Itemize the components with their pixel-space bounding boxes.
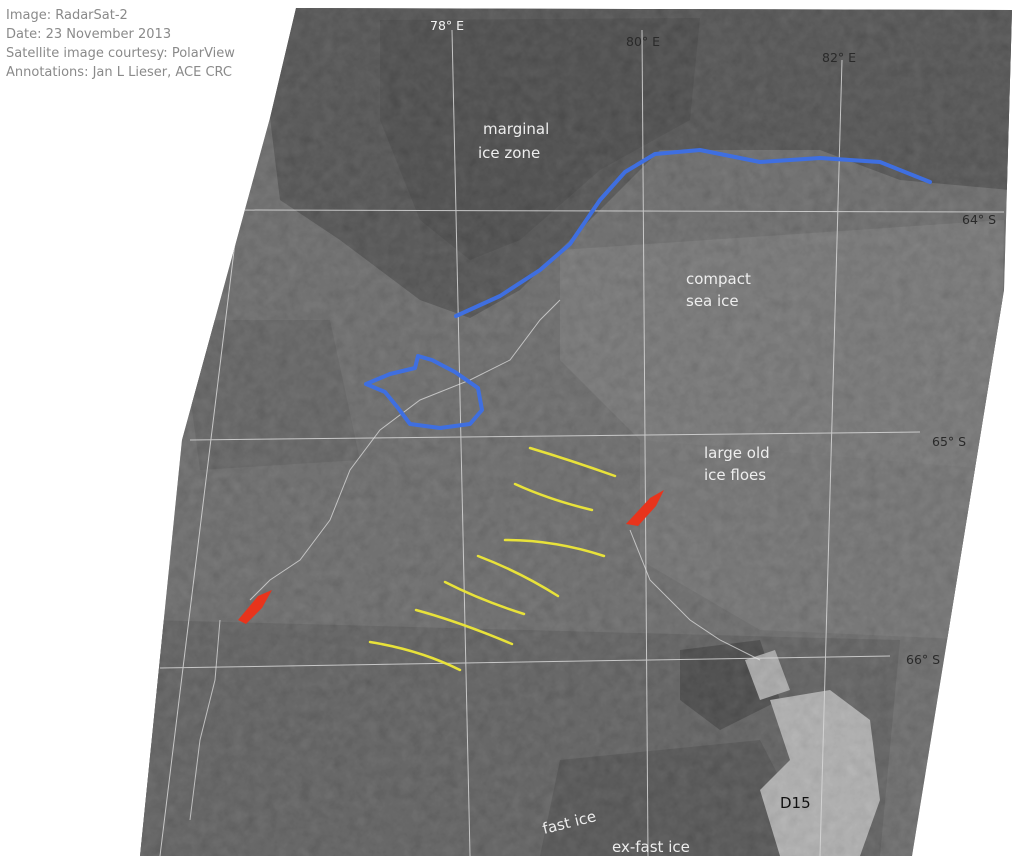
credit-image: Image: RadarSat-2 bbox=[6, 8, 128, 23]
credit-courtesy: Satellite image courtesy: PolarView bbox=[6, 46, 235, 61]
longitude-label: 80° E bbox=[626, 34, 660, 49]
feature-label: ice zone bbox=[478, 144, 540, 162]
meridian-80 bbox=[641, 29, 649, 856]
latitude-label: 64° S bbox=[962, 212, 996, 227]
feature-label: ex-fast ice bbox=[612, 838, 690, 856]
iceberg-marker-east bbox=[626, 490, 664, 526]
parallel-64 bbox=[229, 209, 1005, 213]
feature-label: marginal bbox=[483, 120, 549, 138]
feature-label: sea ice bbox=[686, 292, 739, 310]
feature-label: ice floes bbox=[704, 466, 766, 484]
credit-annotations: Annotations: Jan L Lieser, ACE CRC bbox=[6, 65, 232, 80]
image-credits: Image: RadarSat-2 Date: 23 November 2013… bbox=[6, 6, 235, 82]
feature-label: large old bbox=[704, 444, 770, 462]
meridian-78 bbox=[451, 29, 471, 856]
meridian-82 bbox=[819, 59, 843, 856]
parallel-65 bbox=[189, 431, 921, 441]
latitude-label: 66° S bbox=[906, 652, 940, 667]
longitude-label: 78° E bbox=[430, 18, 464, 33]
longitude-label: 82° E bbox=[822, 50, 856, 65]
ice-edge-line bbox=[454, 148, 932, 318]
credit-date: Date: 23 November 2013 bbox=[6, 27, 172, 42]
feature-label: compact bbox=[686, 270, 751, 288]
graticule bbox=[159, 29, 1005, 856]
pressure-ridges bbox=[368, 446, 617, 672]
iceberg-label: D15 bbox=[780, 794, 811, 812]
latitude-label: 65° S bbox=[932, 434, 966, 449]
parallel-66 bbox=[159, 655, 891, 669]
iceberg-marker-west bbox=[238, 590, 272, 624]
ice-edge-loop bbox=[364, 354, 484, 430]
